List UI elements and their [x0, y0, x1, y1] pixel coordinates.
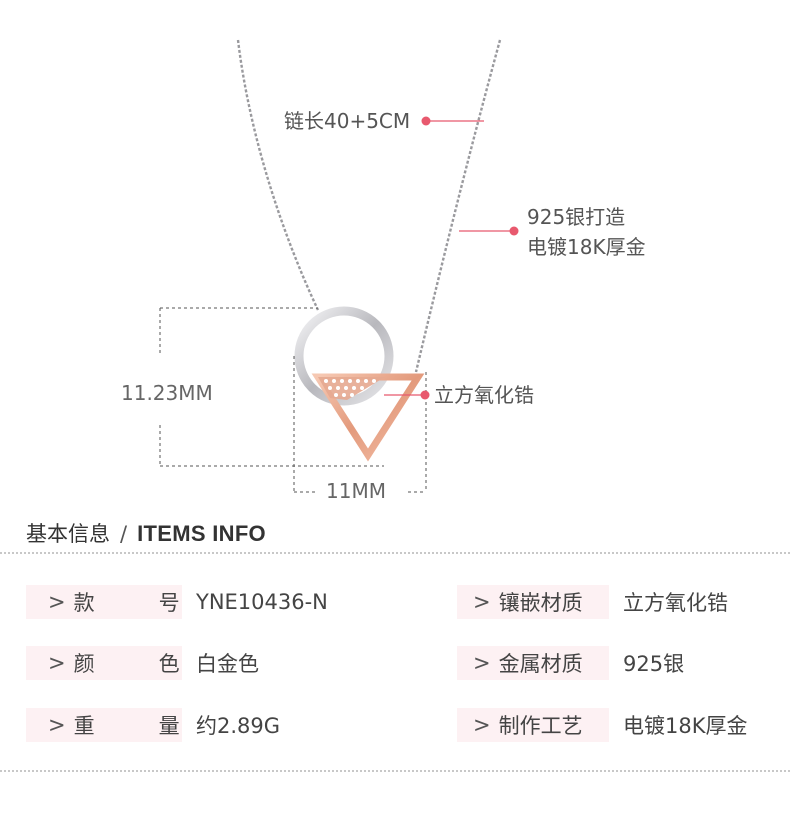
info-label: > 金属材质 [457, 646, 609, 680]
info-label: > 镶嵌材质 [457, 585, 609, 619]
label-text: 制作工艺 [498, 714, 583, 738]
info-value: 立方氧化锆 [623, 591, 728, 615]
callout-leaders [384, 120, 514, 396]
chevron-right-icon: > [48, 590, 66, 614]
info-row-metal-material: > 金属材质 925银 [457, 646, 684, 680]
info-row-craft: > 制作工艺 电镀18K厚金 [457, 708, 748, 742]
top-divider [0, 552, 790, 554]
label-char: 量 [158, 714, 180, 738]
info-value: YNE10436-N [196, 590, 328, 614]
info-value: 约2.89G [196, 714, 281, 738]
width-dimension-label: 11MM [326, 479, 386, 503]
stone-callout: 立方氧化锆 [434, 383, 534, 407]
chain-right [414, 39, 502, 373]
bottom-divider [0, 770, 790, 772]
items-info-heading: 基本信息 / ITEMS INFO [26, 518, 266, 548]
chevron-right-icon: > [473, 590, 491, 614]
info-label: > 重 量 [26, 708, 182, 742]
info-row-inlay-material: > 镶嵌材质 立方氧化锆 [457, 585, 728, 619]
info-row-weight: > 重 量 约2.89G [26, 708, 280, 742]
label-text: 金属材质 [498, 652, 583, 676]
material-callout-line2: 电镀18K厚金 [527, 235, 646, 259]
info-row-style-number: > 款 号 YNE10436-N [26, 585, 328, 619]
stone-dots [324, 379, 376, 397]
callout-dots [420, 116, 519, 400]
info-label: > 颜 色 [26, 646, 182, 680]
material-callout-line1: 925银打造 [527, 205, 626, 229]
label-char: 款 [73, 591, 95, 615]
chevron-right-icon: > [473, 651, 491, 675]
heading-separator: / [120, 522, 128, 546]
label-char: 颜 [73, 652, 95, 676]
chain-left [236, 39, 320, 311]
info-label: > 款 号 [26, 585, 182, 619]
heading-en: ITEMS INFO [137, 521, 266, 546]
chevron-right-icon: > [48, 713, 66, 737]
info-label: > 制作工艺 [457, 708, 609, 742]
info-row-color: > 颜 色 白金色 [26, 646, 259, 680]
silver-ring [294, 306, 394, 406]
chevron-right-icon: > [473, 713, 491, 737]
label-char: 色 [158, 652, 180, 676]
info-value: 电镀18K厚金 [623, 714, 748, 738]
height-dimension-label: 11.23MM [121, 381, 213, 405]
chain-length-callout: 链长40+5CM [284, 109, 411, 133]
chevron-right-icon: > [48, 651, 66, 675]
label-text: 镶嵌材质 [498, 591, 583, 615]
heading-cn: 基本信息 [26, 522, 110, 546]
info-value: 925银 [623, 652, 685, 676]
label-char: 重 [73, 714, 95, 738]
label-char: 号 [158, 591, 180, 615]
necklace-illustration [159, 39, 519, 493]
info-value: 白金色 [196, 652, 259, 676]
